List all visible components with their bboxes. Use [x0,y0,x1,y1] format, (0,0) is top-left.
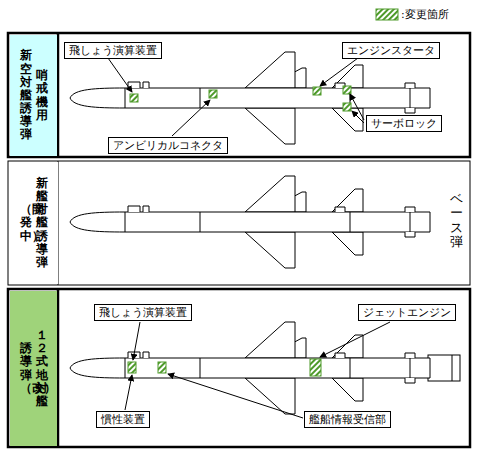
callout-text: エンジンスタータ [347,44,435,57]
part-callout: 慣性装置 [96,411,150,428]
row-frame [8,289,470,447]
part-callout: 飛しょう演算装置 [94,304,192,321]
vertical-note: ベース弾 [450,192,463,249]
changed-part [128,86,351,376]
part-callout: 艦船情報受信部 [304,411,391,428]
row-heading-text: 新空対艦誘導弾 [20,49,32,141]
part-callout: エンジンスタータ [342,42,440,59]
row-frame [8,33,470,157]
row-heading-text: 誘導弾（改） [20,342,32,395]
legend-swatch [376,9,398,20]
row-heading-text: 哨戒機用 [36,69,48,122]
callout-text: アンビリカルコネクタ [113,139,223,152]
row-heading: １２式地対艦誘導弾（改） [10,291,57,446]
row-heading-text: 新艦対艦誘導弾 [36,177,48,269]
part-callout: サーボロック [366,115,442,132]
row-frame [8,161,470,285]
missile [70,322,460,414]
callout-text: 慣性装置 [101,413,145,426]
row-heading: 哨戒機用新空対艦誘導弾 [10,35,57,156]
callout-text: 飛しょう演算装置 [99,306,187,319]
callout-text: サーボロック [371,117,437,130]
part-callout: 飛しょう演算装置 [64,42,162,59]
legend-text: :変更箇所 [401,7,449,22]
part-callout: ジェットエンジン [358,304,456,321]
row-heading-text: １２式地対艦 [36,329,48,408]
leader-line [108,58,390,418]
part-callout: アンビリカルコネクタ [108,137,228,154]
row-heading: 新艦対艦誘導弾 （開発中） [9,162,58,284]
callout-text: 艦船情報受信部 [309,413,386,426]
callout-text: ジェットエンジン [363,306,451,319]
callout-text: 飛しょう演算装置 [69,44,157,57]
missile [70,176,430,268]
row-heading-text: （開発中） [20,203,32,243]
